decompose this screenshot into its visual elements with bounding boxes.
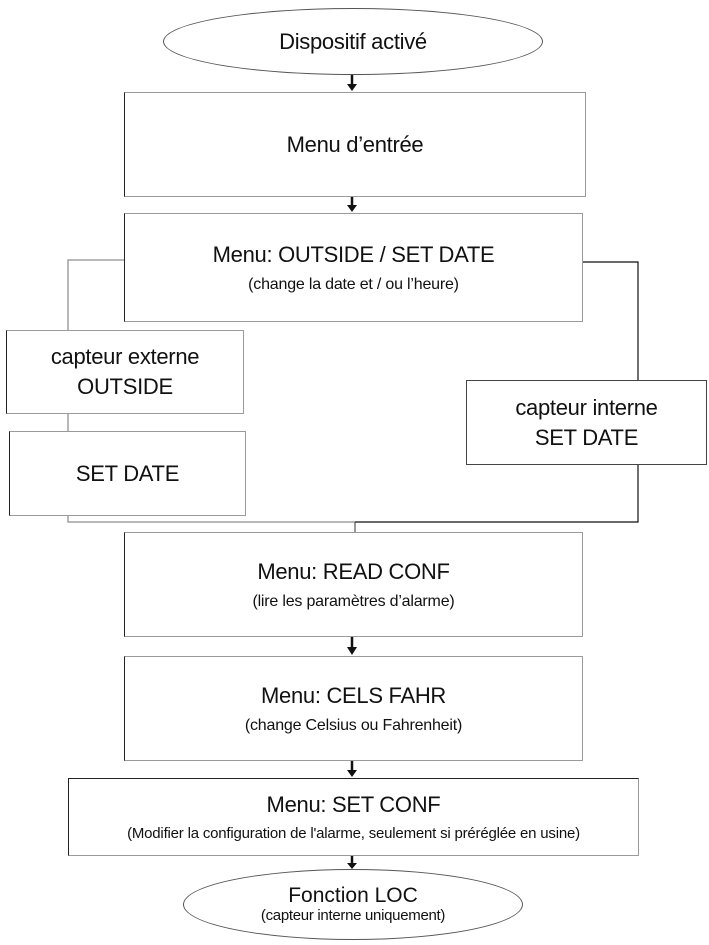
menu-cels-fahr-title: Menu: CELS FAHR — [260, 682, 446, 708]
connector-outside-to-capteur-externe — [67, 259, 124, 330]
set-date-left-box: SET DATE — [9, 431, 246, 516]
arrow-start-to-entree — [347, 75, 357, 91]
end-subtitle: (capteur interne uniquement) — [260, 907, 446, 925]
capteur-externe-line1: capteur externe — [50, 344, 200, 370]
arrow-setconf-to-loc — [347, 856, 357, 869]
capteur-interne-box: capteur interne SET DATE — [466, 380, 707, 465]
menu-set-conf-title: Menu: SET CONF — [266, 792, 441, 818]
connector-set-date-to-merge — [67, 515, 355, 523]
capteur-interne-line1: capteur interne — [515, 394, 658, 420]
arrow-entree-to-outside — [347, 196, 357, 212]
menu-cels-fahr-box: Menu: CELS FAHR (change Celsius ou Fahre… — [124, 656, 583, 761]
capteur-externe-box: capteur externe OUTSIDE — [6, 330, 244, 414]
menu-cels-fahr-subtitle: (change Celsius ou Fahrenheit) — [244, 716, 463, 734]
menu-outside-set-date-title: Menu: OUTSIDE / SET DATE — [212, 241, 495, 267]
end-node: Fonction LOC (capteur interne uniquement… — [183, 869, 523, 940]
menu-read-conf-subtitle: (lire les paramètres d’alarme) — [252, 592, 455, 610]
menu-set-conf-box: Menu: SET CONF (Modifier la configuratio… — [68, 778, 639, 856]
start-node: Dispositif activé — [163, 8, 543, 75]
connector-outside-to-capteur-interne — [583, 261, 639, 380]
capteur-interne-line2: SET DATE — [534, 424, 639, 450]
end-title: Fonction LOC — [288, 883, 418, 907]
menu-set-conf-subtitle: (Modifier la configuration de l'alarme, … — [127, 824, 580, 842]
menu-entree-title: Menu d’entrée — [286, 131, 424, 157]
set-date-left-title: SET DATE — [75, 460, 180, 486]
arrow-celsfahr-to-setconf — [347, 760, 357, 777]
menu-read-conf-title: Menu: READ CONF — [257, 558, 450, 584]
start-label: Dispositif activé — [279, 28, 427, 54]
menu-outside-set-date-box: Menu: OUTSIDE / SET DATE (change la date… — [124, 213, 583, 322]
capteur-externe-line2: OUTSIDE — [77, 374, 173, 399]
arrow-readconf-to-celsfahr — [347, 637, 357, 655]
menu-read-conf-box: Menu: READ CONF (lire les paramètres d’a… — [124, 532, 583, 637]
connector-capteur-interne-to-merge — [355, 464, 639, 523]
menu-outside-set-date-subtitle: (change la date et / ou l’heure) — [248, 275, 459, 293]
menu-entree-box: Menu d’entrée — [124, 92, 586, 197]
